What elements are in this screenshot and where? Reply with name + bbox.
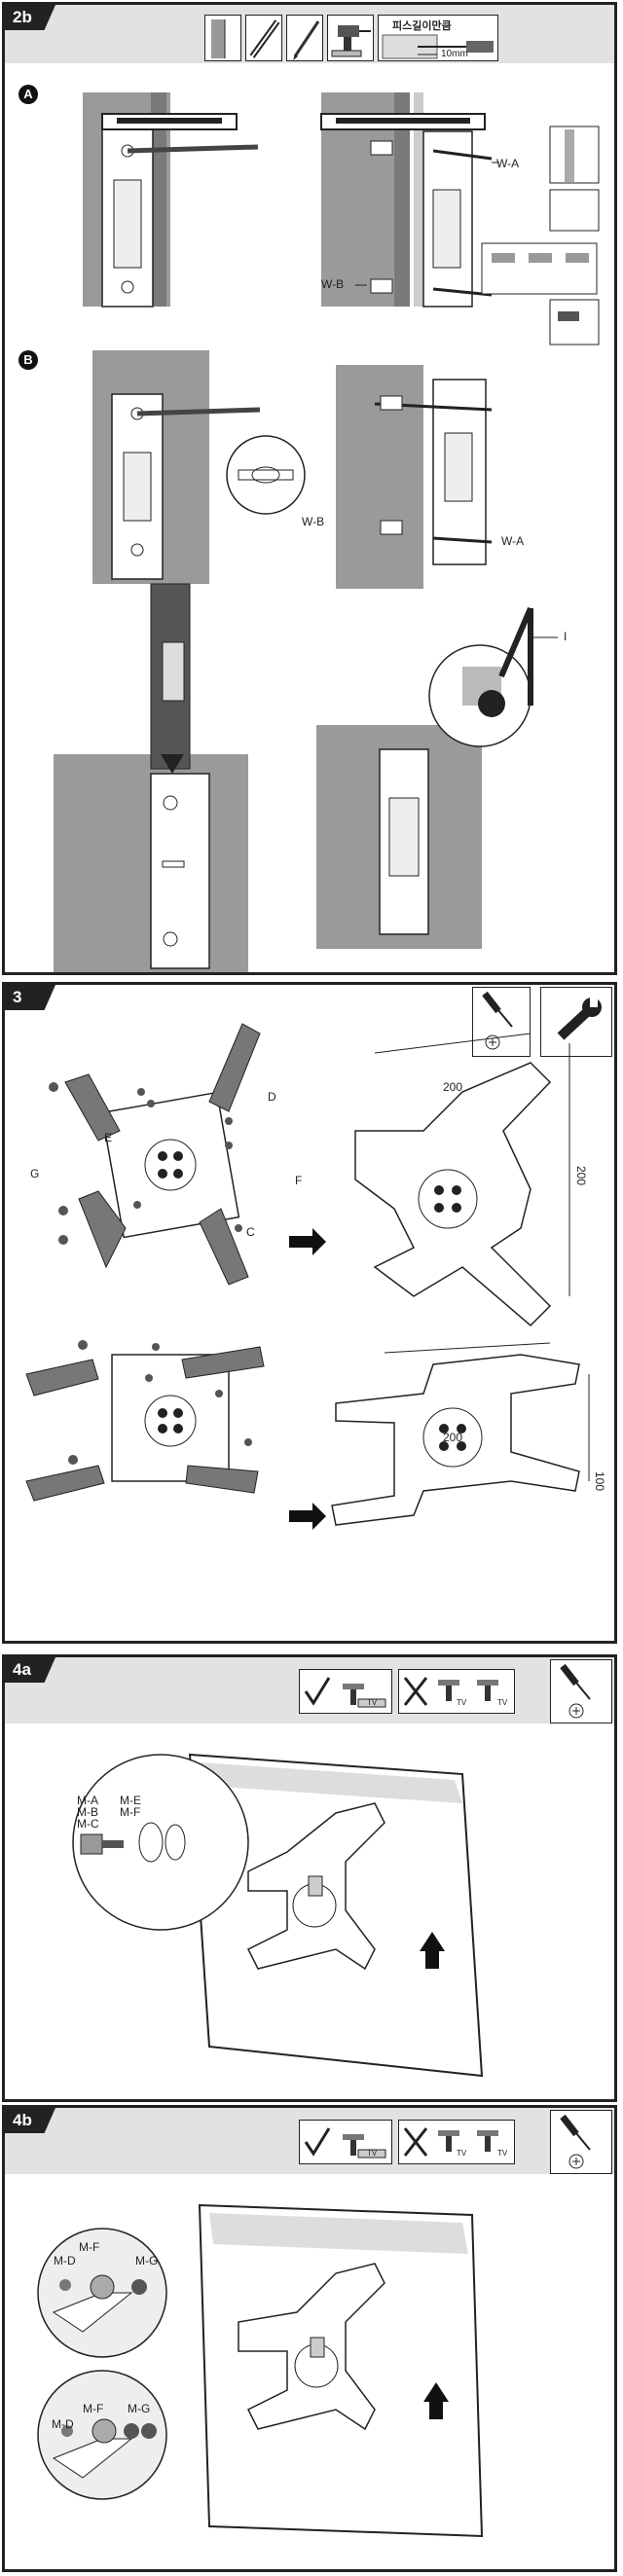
cross-icon	[403, 1677, 498, 1706]
tv-label-4a-3: TV	[497, 1698, 508, 1707]
tv-label-4a-2: TV	[457, 1698, 467, 1707]
label-w-b-2: W-B	[302, 515, 325, 528]
wall-icon	[211, 19, 226, 58]
check-icon	[304, 2127, 386, 2159]
step-4a-illustration	[72, 1753, 484, 2078]
drill-depth-text: 피스길이만큼	[392, 20, 452, 32]
arrow-up-icon-2	[423, 2382, 449, 2402]
check-icon	[304, 1677, 386, 1708]
cross-icon	[403, 2127, 498, 2157]
wrench-tool-box	[540, 987, 612, 1057]
correct-mount-box	[299, 1669, 392, 1714]
drill-tool-box	[327, 15, 374, 61]
tv-label-4b-3: TV	[497, 2149, 508, 2158]
drill-icon	[331, 25, 371, 57]
level-icon	[249, 19, 280, 58]
label-4b-m-f-1: M-F	[79, 2240, 100, 2254]
dim-top-width: 200	[443, 1080, 463, 1094]
wall-tool-box	[204, 15, 241, 61]
label-m-f: M-F	[120, 1805, 141, 1819]
label-w-a-2: W-A	[501, 534, 525, 548]
screwdriver-icon	[482, 991, 513, 1050]
label-4b-m-f-2: M-F	[83, 2402, 104, 2415]
label-m-e: M-E	[120, 1794, 141, 1807]
label-i: I	[564, 630, 568, 643]
incorrect-mount-box	[398, 1669, 515, 1714]
arrow-right-icon-1	[289, 1228, 326, 1255]
label-g: G	[30, 1167, 40, 1180]
screwdriver-tool-box-4b	[550, 2110, 612, 2174]
label-d: D	[268, 1090, 276, 1104]
label-w-a-1: W-A	[496, 157, 520, 170]
drill-depth-box: 피스길이만큼 10mm	[378, 15, 498, 61]
arm-d	[208, 1023, 261, 1112]
pencil-icon	[293, 20, 320, 60]
label-m-a: M-A	[77, 1794, 98, 1807]
label-4b-m-d-2: M-D	[52, 2417, 74, 2431]
drill-depth-mm: 10mm	[441, 49, 468, 59]
step-3-illustration	[25, 1023, 590, 1530]
label-c: C	[246, 1225, 255, 1239]
arrow-right-icon-2	[289, 1503, 326, 1530]
arrow-up-icon-1	[420, 1932, 445, 1951]
dim-bottom-width: 200	[443, 1431, 463, 1444]
label-w-b-1: W-B	[321, 277, 345, 291]
screwdriver-tool-box	[472, 987, 531, 1057]
tv-label-4b-1: TV	[367, 2149, 378, 2158]
arm-e	[64, 1073, 121, 1142]
screwdriver-icon	[560, 1663, 591, 1719]
label-m-c: M-C	[77, 1817, 99, 1831]
label-e: E	[104, 1131, 113, 1144]
wall-b-right	[336, 365, 423, 589]
wrench-icon	[557, 998, 602, 1040]
screwdriver-tool-box-4a	[550, 1659, 612, 1723]
label-4b-m-d-1: M-D	[54, 2254, 76, 2268]
screwdriver-icon	[560, 2114, 591, 2169]
pencil-a	[127, 144, 259, 154]
correct-mount-box-4b	[299, 2120, 392, 2164]
label-f: F	[295, 1174, 303, 1187]
step-4b-panel: 4b TV TV TV M-D M-F M-G M-F M-D M-G	[2, 2105, 617, 2572]
step-3-panel: 3	[2, 982, 617, 1644]
step-2b-panel: 2b 피스길이만큼 10mm A B	[2, 2, 617, 975]
allen-key	[498, 606, 533, 678]
tv-label-4b-2: TV	[457, 2149, 467, 2158]
step-4b-illustration	[37, 2203, 484, 2538]
label-4b-m-g-1: M-G	[135, 2254, 159, 2268]
step-4a-panel: 4a TV TV TV M-A M-B M-C M-E M-F	[2, 1654, 617, 2102]
incorrect-mount-box-4b	[398, 2120, 515, 2164]
tv-label-4a-1: TV	[367, 1698, 378, 1707]
dim-bottom-height: 100	[593, 1471, 606, 1492]
step-4a-tag: 4a	[5, 1657, 55, 1683]
section-b-marker: B	[18, 350, 38, 370]
step-2b-illustration	[54, 92, 600, 972]
dim-top-height: 200	[574, 1166, 588, 1186]
wall-plate-c-left	[150, 773, 210, 969]
drill-depth-illustration	[382, 34, 494, 59]
label-m-b: M-B	[77, 1805, 98, 1819]
label-4b-m-g-2: M-G	[128, 2402, 151, 2415]
pencil-tool-box	[286, 15, 323, 61]
section-a-marker: A	[18, 85, 38, 104]
level-tool-box	[245, 15, 282, 61]
